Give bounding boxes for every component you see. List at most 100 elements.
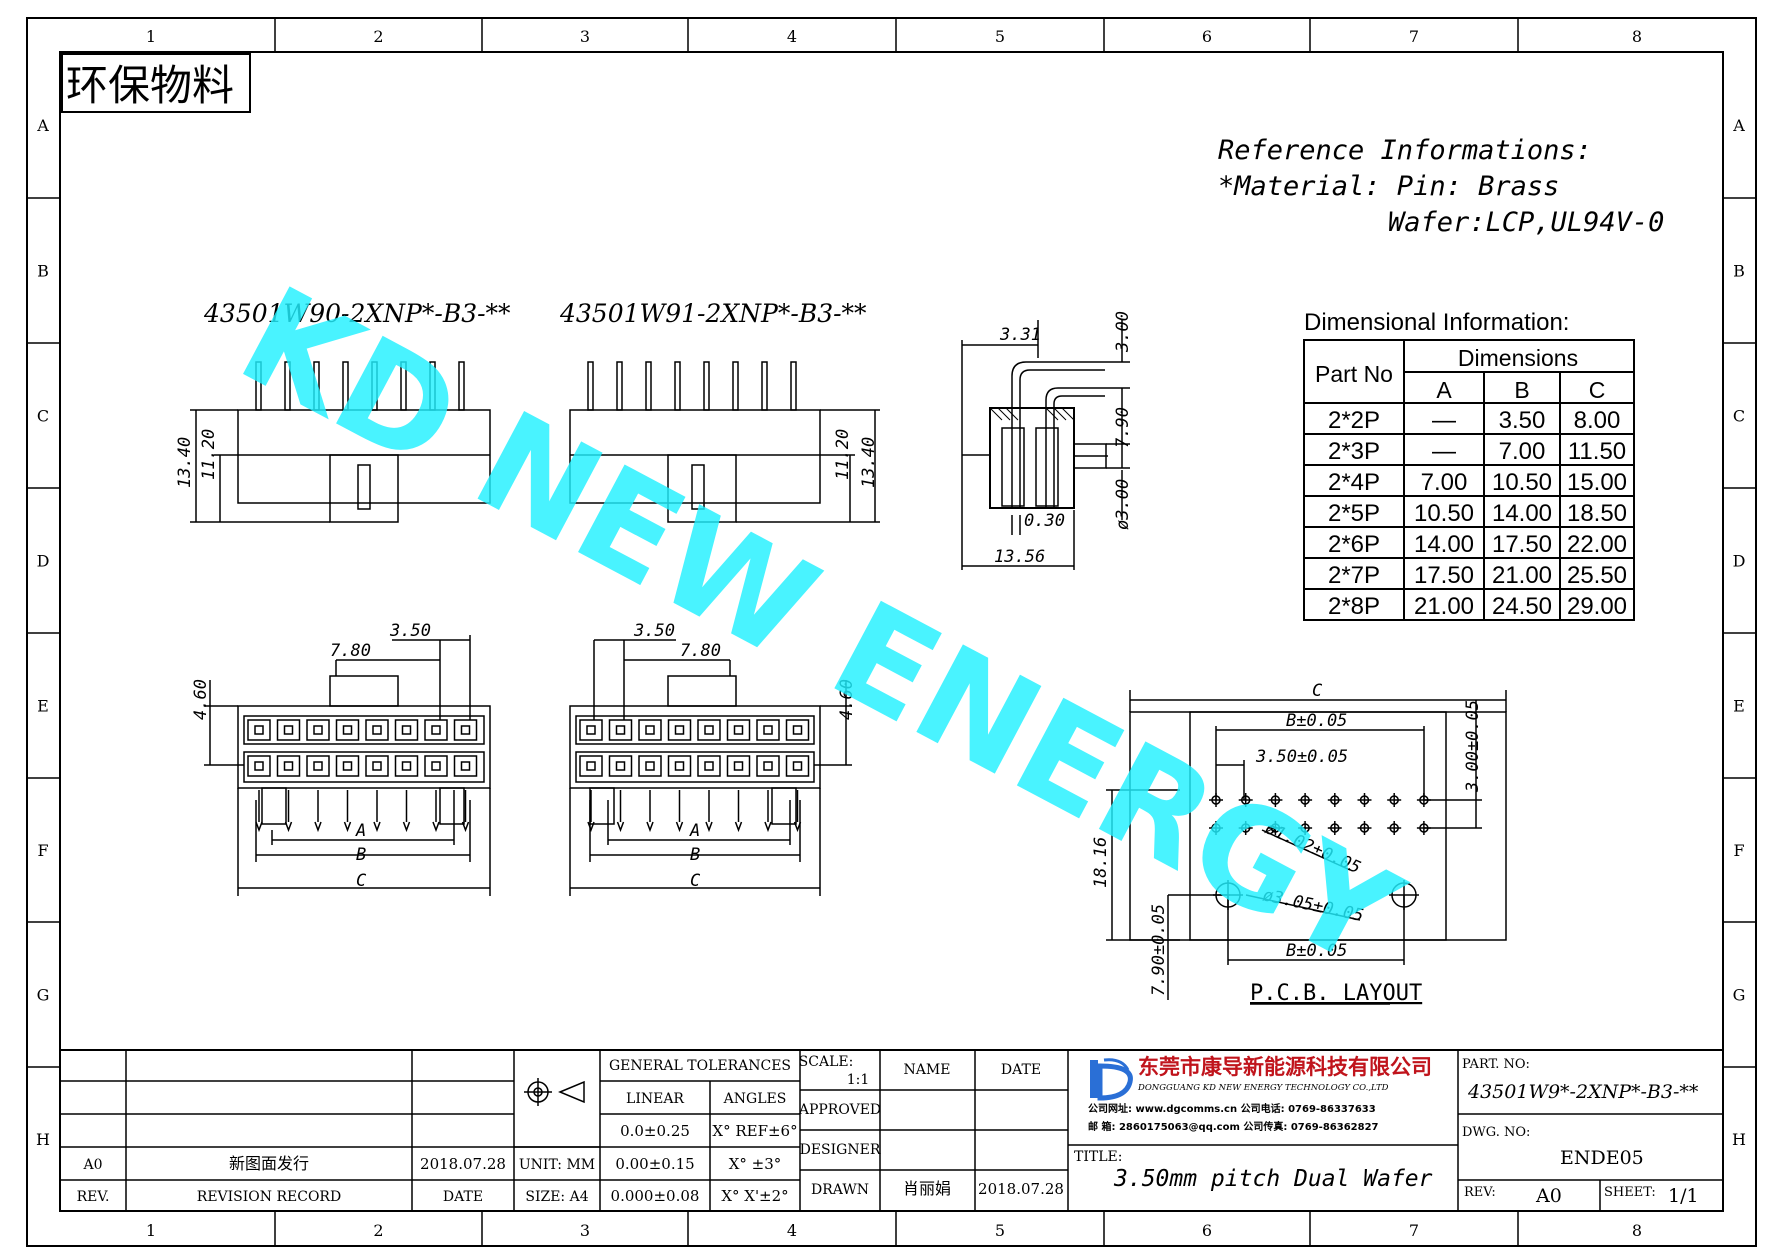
pcb-height: 18.16 bbox=[1091, 837, 1111, 888]
pin bbox=[761, 361, 768, 411]
grid-col-label-bottom: 8 bbox=[1632, 1221, 1642, 1240]
cavity-pin bbox=[460, 761, 471, 771]
date-header: DATE bbox=[1001, 1062, 1041, 1078]
grid-row-label-right: D bbox=[1733, 552, 1746, 571]
rev-row-rev: A0 bbox=[82, 1157, 102, 1173]
cavity bbox=[247, 719, 271, 741]
company-line-1: 公司网址: www.dgcomms.cn 公司电话: 0769-86337633 bbox=[1088, 1102, 1376, 1115]
cavity-pin bbox=[313, 761, 323, 771]
cavity-pin bbox=[615, 725, 626, 735]
grid-col-label-top: 5 bbox=[995, 27, 1005, 46]
dim-table-part: 2*5P bbox=[1328, 500, 1380, 527]
pcb-pitch: 3.50±0.05 bbox=[1255, 747, 1348, 767]
dim-table-value: 8.00 bbox=[1574, 407, 1621, 434]
bottom-left-c: C bbox=[356, 871, 367, 891]
dim-table-value: 17.50 bbox=[1414, 562, 1474, 589]
bottom-right-a: A bbox=[689, 821, 700, 841]
grid-col-label-bottom: 3 bbox=[580, 1221, 590, 1240]
part-label: PART. NO: bbox=[1462, 1057, 1530, 1072]
dim-table-value: 24.50 bbox=[1492, 593, 1552, 620]
cavity-pin bbox=[704, 761, 714, 771]
scale-value: 1:1 bbox=[847, 1072, 870, 1088]
pin bbox=[645, 361, 652, 411]
pcb-b1: B±0.05 bbox=[1286, 711, 1347, 731]
name-header: NAME bbox=[904, 1062, 951, 1078]
pin-tip bbox=[461, 821, 470, 833]
grid-col-label-bottom: 6 bbox=[1202, 1221, 1212, 1240]
cavity-pin bbox=[283, 761, 294, 771]
dim-table-value: — bbox=[1432, 438, 1456, 465]
cavity bbox=[453, 719, 478, 741]
dim-table-value: 14.00 bbox=[1492, 500, 1552, 527]
cavity-pin bbox=[763, 761, 773, 771]
part-value: 43501W9*-2XNP*-B3-** bbox=[1467, 1081, 1699, 1103]
cavity bbox=[697, 755, 721, 777]
rev-row-date: 2018.07.28 bbox=[420, 1155, 506, 1173]
dim-table-value: 14.00 bbox=[1414, 531, 1474, 558]
rev-value: A0 bbox=[1535, 1185, 1562, 1207]
pin bbox=[732, 361, 739, 411]
dwg-value: ENDE05 bbox=[1560, 1147, 1644, 1169]
eco-label-box bbox=[61, 53, 251, 113]
pin-tip bbox=[734, 821, 743, 833]
cavity bbox=[726, 719, 751, 741]
grid-col-label-top: 1 bbox=[146, 27, 156, 46]
grid-row-label-right: F bbox=[1733, 841, 1744, 860]
grid-col-label-top: 3 bbox=[580, 27, 590, 46]
dim-table-value: 29.00 bbox=[1567, 593, 1627, 620]
dim-table-value: 15.00 bbox=[1567, 469, 1627, 496]
company-logo-icon bbox=[1090, 1058, 1133, 1101]
cavity-pin bbox=[342, 725, 353, 735]
grid-row-label-left: D bbox=[37, 552, 50, 571]
grid-row-label-left: G bbox=[37, 986, 50, 1005]
cavity bbox=[756, 755, 780, 777]
dwg-label: DWG. NO: bbox=[1462, 1125, 1530, 1140]
dim-table-part: 2*2P bbox=[1328, 407, 1380, 434]
pin-tip bbox=[373, 821, 381, 833]
cavity-pin bbox=[254, 761, 264, 771]
front-left-dim-1: 13.40 bbox=[175, 437, 195, 488]
cavity bbox=[424, 755, 448, 777]
cavity bbox=[667, 755, 692, 777]
cavity bbox=[608, 755, 633, 777]
cavity-pin bbox=[254, 725, 264, 735]
cavity bbox=[335, 719, 360, 741]
side-dim-3: 7.90 bbox=[1113, 407, 1133, 448]
grid-row-label-right: E bbox=[1733, 697, 1745, 716]
grid-col-label-top: 7 bbox=[1409, 27, 1419, 46]
cavity-pin bbox=[733, 761, 744, 771]
approved-label: APPROVED bbox=[798, 1102, 881, 1118]
pin bbox=[790, 361, 797, 411]
pcb-v1: 3.00±0.05 bbox=[1463, 700, 1483, 793]
pin-tip bbox=[284, 821, 293, 833]
dim-table-value: — bbox=[1432, 407, 1456, 434]
grid-row-label-left: F bbox=[37, 841, 48, 860]
dim-table-value: 18.50 bbox=[1567, 500, 1627, 527]
grid-col-label-top: 4 bbox=[787, 27, 797, 46]
tol-lin-2: 0.00±0.15 bbox=[615, 1155, 694, 1173]
pin bbox=[616, 361, 623, 411]
cavity-pin bbox=[674, 761, 685, 771]
cavity-pin bbox=[792, 725, 803, 735]
cavity bbox=[306, 719, 330, 741]
cavity bbox=[306, 755, 330, 777]
cavity bbox=[394, 755, 419, 777]
dim-table-part: 2*7P bbox=[1328, 562, 1380, 589]
cavity-pin bbox=[313, 725, 323, 735]
bottom-right-height: 4.60 bbox=[837, 679, 857, 720]
tol-ang-1: X° REF±6° bbox=[712, 1122, 797, 1140]
pin-tip bbox=[646, 821, 654, 833]
dim-table-value: 7.00 bbox=[1499, 438, 1546, 465]
pin-tip bbox=[255, 821, 263, 833]
cavity bbox=[667, 719, 692, 741]
tol-angles: ANGLES bbox=[723, 1091, 787, 1107]
cavity bbox=[608, 719, 633, 741]
cavity bbox=[785, 755, 810, 777]
dim-table-caption: Dimensional Information: bbox=[1304, 309, 1569, 336]
tol-lin-3: 0.000±0.08 bbox=[611, 1187, 700, 1205]
sheet-value: 1/1 bbox=[1668, 1185, 1699, 1207]
reference-line-2: *Material: Pin: Brass bbox=[1218, 171, 1559, 202]
grid-col-label-top: 8 bbox=[1632, 27, 1642, 46]
cavity-pin bbox=[401, 761, 412, 771]
